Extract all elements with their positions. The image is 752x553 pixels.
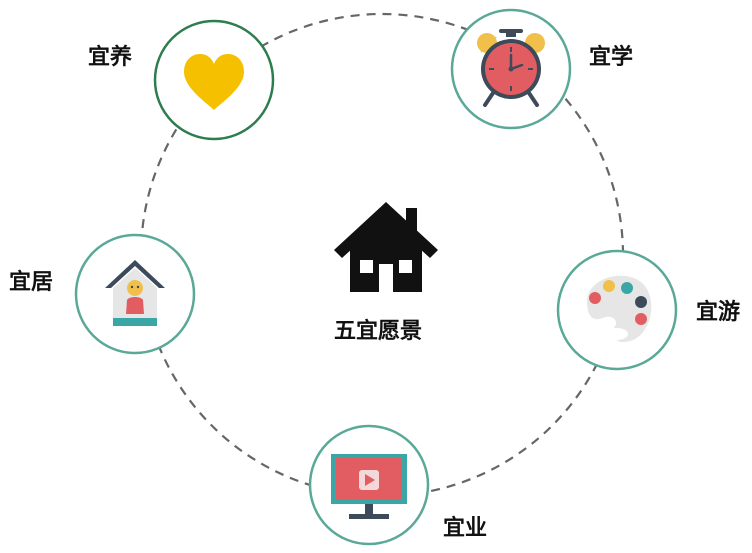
node-label-yiye: 宜业 [443, 516, 488, 541]
center-title: 五宜愿景 [334, 319, 423, 344]
home-child-icon [105, 260, 165, 326]
node-yixue [450, 8, 572, 130]
monitor-play-icon [331, 454, 407, 519]
node-label-yixue: 宜学 [589, 45, 634, 70]
node-label-yiyang: 宜养 [88, 45, 133, 70]
alarm-clock-icon [477, 29, 545, 107]
node-yiye [308, 424, 430, 546]
node-label-yiju: 宜居 [9, 270, 54, 295]
node-yiyou [556, 249, 678, 371]
house-icon [334, 202, 438, 292]
node-yiyang [153, 19, 275, 141]
node-label-yiyou: 宜游 [696, 300, 741, 325]
heart-icon [184, 54, 244, 110]
paint-palette-icon [587, 275, 652, 342]
node-yiju [74, 233, 196, 355]
